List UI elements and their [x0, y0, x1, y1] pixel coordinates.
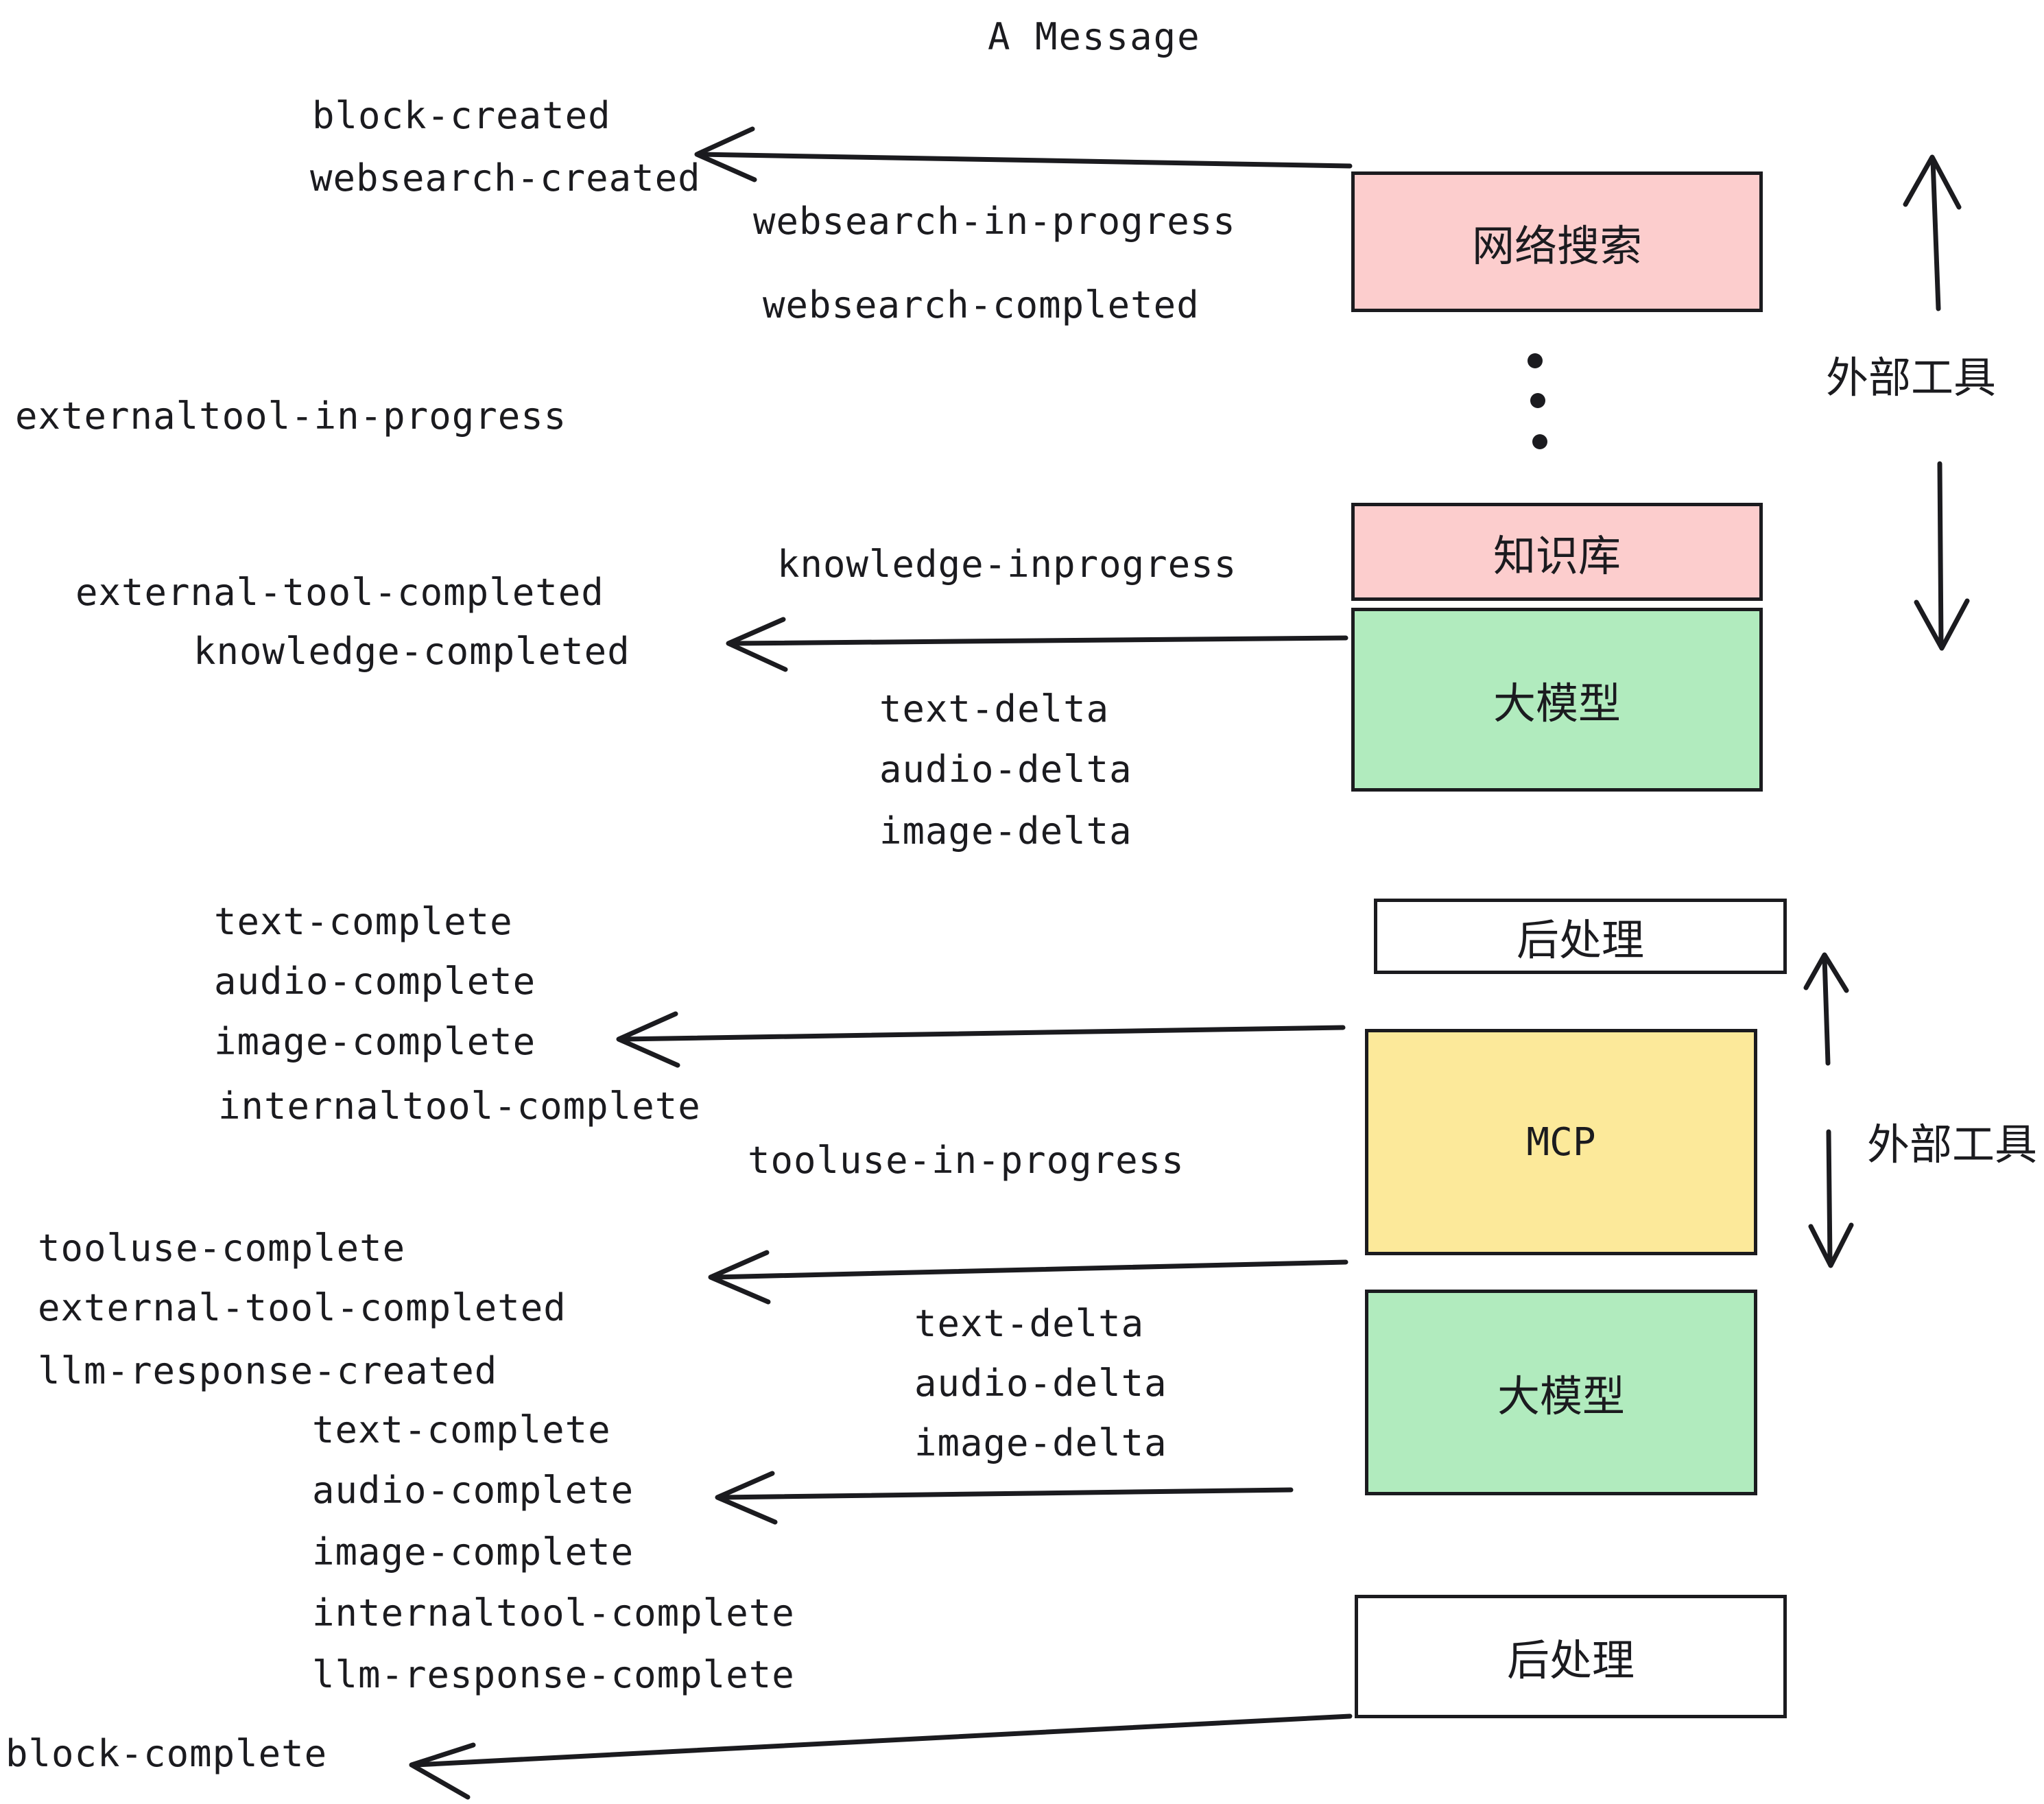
event-image-delta-first: image-delta: [879, 809, 1132, 853]
node-postprocess-second[interactable]: 后处理: [1355, 1595, 1787, 1718]
ellipsis-dot: [1532, 434, 1547, 449]
ellipsis-dot: [1528, 353, 1543, 368]
event-block-created: block-created: [312, 94, 611, 137]
event-externaltool-in-progress: externaltool-in-progress: [15, 394, 567, 438]
event-llm-response-complete: llm-response-complete: [312, 1653, 795, 1696]
node-llm-second[interactable]: 大模型: [1365, 1290, 1757, 1495]
arrow-websearch-to-created: [694, 126, 1353, 182]
arrow-external-tool-top-up: [1903, 154, 1962, 311]
event-tooluse-complete: tooluse-complete: [38, 1226, 406, 1270]
node-websearch[interactable]: 网络搜索: [1351, 171, 1763, 312]
event-text-complete-first: text-complete: [214, 900, 513, 943]
event-external-tool-completed-second: external-tool-completed: [38, 1286, 567, 1329]
node-knowledge-label: 知识库: [1493, 530, 1621, 581]
event-image-delta-second: image-delta: [914, 1421, 1167, 1464]
event-text-complete-second: text-complete: [312, 1408, 611, 1451]
event-llm-response-created: llm-response-created: [38, 1349, 498, 1392]
node-mcp[interactable]: MCP: [1365, 1029, 1757, 1255]
side-label-external-tool-bottom: 外部工具: [1867, 1119, 2038, 1170]
event-text-delta-second: text-delta: [914, 1302, 1145, 1345]
arrow-mcp-to-tooluse-complete: [708, 1250, 1348, 1305]
node-postprocess-first[interactable]: 后处理: [1374, 899, 1787, 974]
event-internaltool-complete-first: internaltool-complete: [218, 1084, 701, 1128]
node-llm-first[interactable]: 大模型: [1351, 608, 1763, 792]
event-audio-complete-second: audio-complete: [312, 1469, 634, 1512]
event-knowledge-inprogress: knowledge-inprogress: [777, 543, 1237, 586]
arrow-external-tool-top-down: [1914, 461, 1970, 651]
node-websearch-label: 网络搜索: [1471, 220, 1642, 271]
arrow-external-tool-bottom-up: [1803, 952, 1849, 1066]
event-websearch-completed: websearch-completed: [763, 283, 1200, 327]
node-postprocess-second-label: 后处理: [1506, 1635, 1635, 1685]
arrow-knowledge-to-completed: [726, 617, 1348, 672]
node-postprocess-first-label: 后处理: [1516, 915, 1644, 965]
ellipsis-dot: [1530, 393, 1545, 408]
node-mcp-label: MCP: [1526, 1119, 1596, 1165]
event-tooluse-in-progress: tooluse-in-progress: [748, 1139, 1185, 1182]
arrow-external-tool-bottom-down: [1808, 1129, 1854, 1268]
arrow-postprocess-to-image-complete: [616, 1011, 1346, 1068]
node-llm-second-label: 大模型: [1497, 1371, 1625, 1421]
side-label-external-tool-top: 外部工具: [1826, 353, 1997, 403]
event-audio-complete-first: audio-complete: [214, 960, 536, 1003]
event-internaltool-complete-second: internaltool-complete: [312, 1591, 795, 1635]
node-llm-first-label: 大模型: [1493, 678, 1621, 728]
event-knowledge-completed: knowledge-completed: [193, 630, 630, 673]
event-image-complete-first: image-complete: [214, 1020, 536, 1063]
event-external-tool-completed-first: external-tool-completed: [75, 571, 604, 614]
arrow-postprocess-to-block-complete: [409, 1713, 1353, 1800]
event-text-delta-first: text-delta: [879, 687, 1110, 731]
event-websearch-in-progress: websearch-in-progress: [753, 200, 1236, 243]
arrow-llm-to-audio-complete: [715, 1471, 1294, 1525]
event-audio-delta-first: audio-delta: [879, 748, 1132, 791]
event-websearch-created: websearch-created: [310, 156, 701, 200]
page-title: A Message: [988, 15, 1201, 58]
event-image-complete-second: image-complete: [312, 1530, 634, 1574]
event-audio-delta-second: audio-delta: [914, 1362, 1167, 1405]
event-block-complete: block-complete: [5, 1732, 328, 1775]
node-knowledge[interactable]: 知识库: [1351, 503, 1763, 601]
